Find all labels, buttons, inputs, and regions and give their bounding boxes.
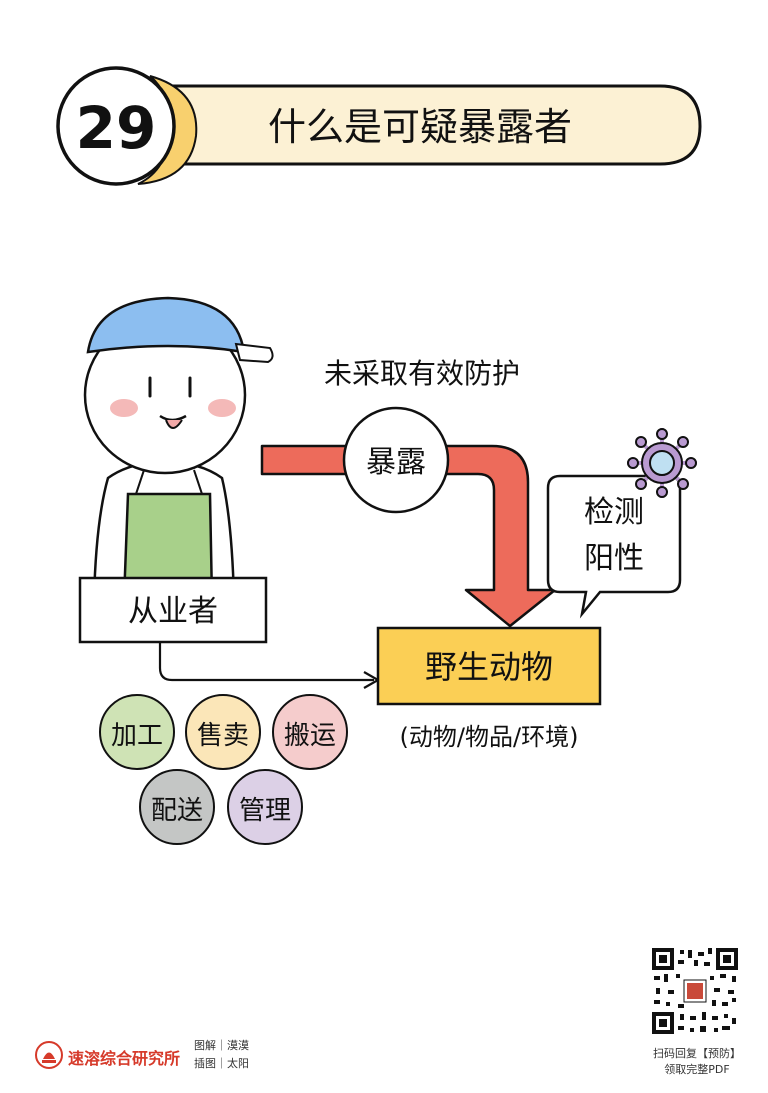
activity-label-0: 加工 bbox=[111, 721, 163, 751]
test-bubble-line1: 检测 bbox=[584, 495, 644, 530]
activity-label-4: 管理 bbox=[239, 796, 291, 826]
wild-animal-box bbox=[376, 626, 602, 706]
header-banner: 29 什么是可疑暴露者 bbox=[56, 66, 702, 186]
qr-caption-2: 领取完整PDF bbox=[664, 1063, 730, 1076]
org-logo-icon bbox=[35, 1041, 63, 1069]
header-number: 29 bbox=[76, 94, 157, 162]
worker-label-box bbox=[78, 576, 268, 644]
exposure-circle bbox=[342, 406, 450, 514]
qr-code-icon[interactable] bbox=[650, 946, 740, 1036]
activity-circle-4 bbox=[227, 769, 303, 845]
wild-animal-sub: (动物/物品/环境) bbox=[400, 723, 579, 751]
activity-label-2: 搬运 bbox=[284, 721, 336, 751]
header-title: 什么是可疑暴露者 bbox=[268, 105, 572, 149]
diagram: 从业者 未采取有效防护 暴露 野生动物 (动物/物品/环境) 检测 阳性 bbox=[78, 296, 697, 845]
exposure-label: 暴露 bbox=[366, 445, 426, 480]
activity-label-1: 售卖 bbox=[197, 721, 249, 751]
activity-circles: 加工 售卖 搬运 配送 管理 bbox=[99, 694, 348, 845]
annotation-no-protection: 未采取有效防护 bbox=[324, 357, 520, 390]
wild-animal-label: 野生动物 bbox=[425, 648, 553, 686]
activity-circle-2 bbox=[272, 694, 348, 770]
number-badge bbox=[56, 66, 176, 186]
activity-circle-0 bbox=[99, 694, 175, 770]
activity-label-3: 配送 bbox=[151, 796, 203, 826]
cap-icon bbox=[86, 296, 246, 354]
org-name: 速溶综合研究所 bbox=[68, 1049, 181, 1068]
worker-label: 从业者 bbox=[128, 594, 218, 629]
worker-figure bbox=[83, 296, 274, 602]
connector-line bbox=[158, 642, 374, 682]
activity-circle-3 bbox=[139, 769, 215, 845]
exposure-arrow bbox=[260, 444, 557, 628]
org-logo bbox=[34, 1040, 64, 1070]
credit-1: 图解｜漠漠 bbox=[194, 1039, 249, 1052]
credit-2: 插图｜太阳 bbox=[194, 1057, 249, 1070]
activity-circle-1 bbox=[185, 694, 261, 770]
virus-icon bbox=[627, 428, 697, 498]
qr-caption-1: 扫码回复【预防】 bbox=[653, 1047, 741, 1060]
test-bubble-line2: 阳性 bbox=[584, 541, 644, 576]
